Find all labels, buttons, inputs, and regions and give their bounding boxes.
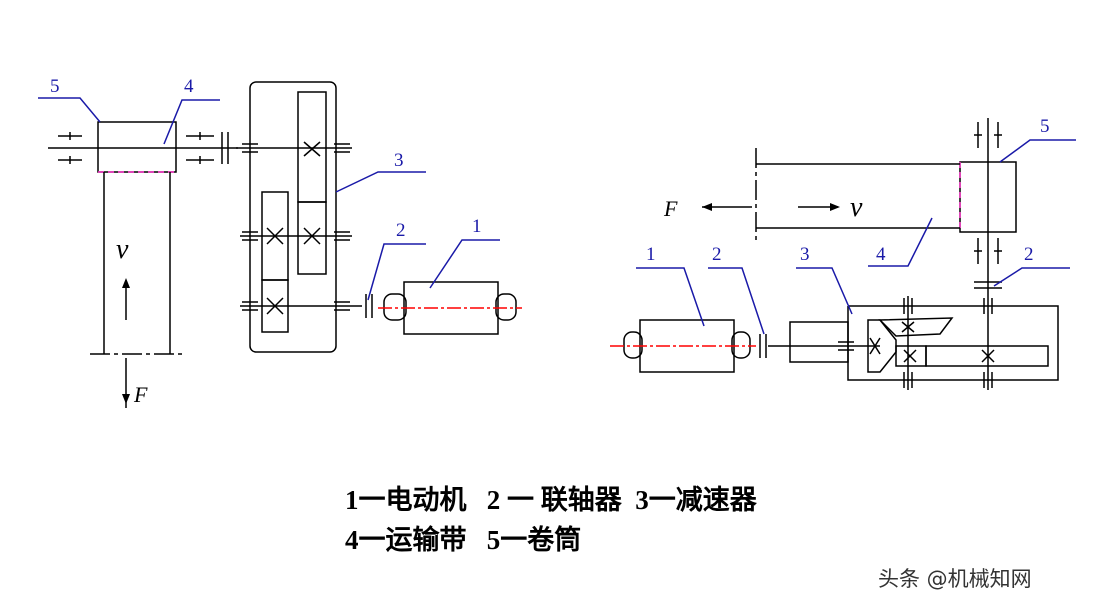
callout-2-leader — [367, 243, 426, 301]
callout-1-leader — [429, 239, 500, 289]
drum-coupling — [221, 132, 229, 164]
drum-coupling — [974, 281, 1002, 289]
velocity-arrowhead — [122, 278, 130, 288]
drum-bearing-bottom — [974, 238, 1002, 264]
callout-1-leader — [636, 267, 705, 327]
force-arrowhead — [122, 394, 130, 404]
gearbox-housing — [847, 305, 1059, 381]
callout-3-leader — [796, 267, 853, 315]
force-symbol: F — [133, 382, 148, 407]
shaft-bearings — [838, 298, 993, 388]
callout-3-label: 3 — [800, 244, 810, 265]
drum — [97, 121, 177, 173]
callout-4-leader — [163, 99, 220, 145]
gearbox-housing — [249, 81, 337, 353]
callout-4-label: 4 — [184, 76, 194, 97]
motor-end-left — [383, 293, 407, 321]
large-gear-lower — [297, 201, 327, 275]
motor-end-right — [495, 293, 517, 321]
callout-5-label: 5 — [1040, 116, 1050, 137]
large-gear-upper — [297, 91, 327, 203]
callout-5-label: 5 — [50, 76, 60, 97]
callout-5-leader — [999, 139, 1076, 163]
callout-1-label: 1 — [646, 244, 656, 265]
velocity-arrowhead — [830, 203, 840, 211]
left-schematic — [38, 81, 522, 408]
motor-end-right — [731, 331, 751, 359]
callout-2-label: 2 — [396, 220, 406, 241]
callout-3-leader — [335, 171, 426, 193]
callout-1-label: 1 — [472, 216, 482, 237]
legend-item-motor: 1一电动机 — [345, 485, 467, 515]
spur-marks — [903, 349, 995, 363]
velocity-symbol: v — [116, 234, 129, 265]
legend-item-drum: 5一卷筒 — [466, 525, 582, 555]
left-bearing — [58, 132, 82, 164]
legend-item-reducer: 3一减速器 — [621, 485, 757, 515]
force-symbol: F — [663, 196, 678, 221]
legend-item-belt: 4一运输带 — [345, 525, 467, 555]
small-gear-lower — [261, 279, 289, 333]
gear-marks — [266, 141, 321, 315]
spur-gear-large — [925, 345, 1049, 367]
motor-end-left — [623, 331, 643, 359]
right-schematic — [610, 118, 1076, 390]
callout-2-leader — [708, 267, 765, 335]
callout-5-leader — [38, 97, 101, 123]
legend-row-1: 1一电动机 2 一 联轴器 3一减速器 — [345, 487, 757, 514]
callout-4-label: 4 — [876, 244, 886, 265]
velocity-symbol: v — [850, 192, 863, 223]
callout-2-right-label: 2 — [1024, 244, 1034, 265]
watermark: 头条 @机械知网 — [878, 567, 1032, 591]
bevel-gear — [878, 317, 954, 337]
callout-2-right-leader — [993, 267, 1070, 287]
drum-bearing-top — [974, 122, 1002, 148]
right-bearing — [186, 132, 214, 164]
bevel-marks — [869, 321, 915, 355]
shaft-bearings — [242, 143, 350, 311]
legend-row-2: 4一运输带 5一卷筒 — [345, 527, 581, 554]
callout-3-label: 3 — [394, 150, 404, 171]
callout-2-label: 2 — [712, 244, 722, 265]
callout-4-leader — [868, 217, 933, 267]
legend-item-coupling: 2 一 联轴器 — [466, 485, 622, 515]
force-arrowhead — [702, 203, 712, 211]
